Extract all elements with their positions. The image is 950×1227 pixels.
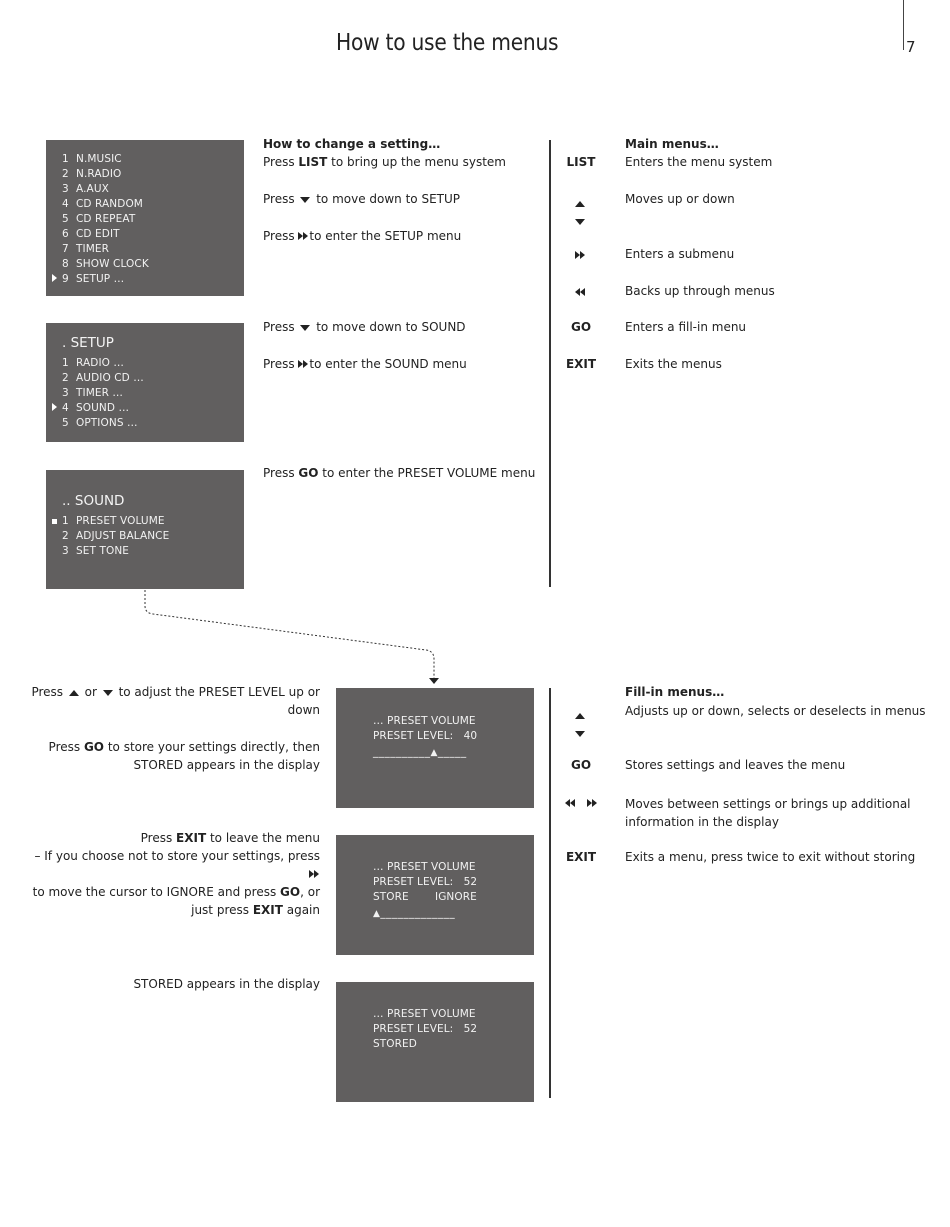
display-stored: STORED: [373, 1038, 417, 1050]
go-desc: Enters a fill-in menu: [625, 320, 747, 334]
page-divider: [903, 0, 904, 50]
rewind-icon: [565, 796, 576, 810]
step-enter-setup: Press to enter the SETUP menu: [263, 229, 462, 243]
display-store-option: STORE: [373, 891, 409, 903]
up-arrow-icon: [575, 708, 585, 722]
up-down-desc: Moves up or down: [625, 192, 735, 206]
list-key: LIST: [566, 155, 596, 169]
down-arrow-icon: [300, 197, 311, 203]
back-desc: Backs up through menus: [625, 284, 775, 298]
fast-forward-icon: [575, 248, 586, 262]
down-arrow-icon: [300, 325, 311, 331]
up-arrow-icon: [68, 690, 79, 696]
display-ignore-option: IGNORE: [435, 891, 477, 903]
preset-volume-display-stored: … PRESET VOLUME PRESET LEVEL: 52 STORED: [336, 982, 534, 1102]
menu-heading: .. SOUND: [62, 493, 125, 509]
step-enter-preset: Press GO to enter the PRESET VOLUME menu: [263, 466, 536, 480]
page-title: How to use the menus: [336, 30, 559, 56]
down-arrow-icon: [575, 214, 585, 228]
go-key: GO: [570, 320, 592, 334]
down-arrow-icon: [102, 690, 113, 696]
change-setting-heading: How to change a setting…: [263, 137, 441, 151]
column-divider: [549, 688, 551, 1098]
menu-heading: . SETUP: [62, 335, 114, 351]
display-title: … PRESET VOLUME: [373, 1008, 476, 1020]
fast-forward-icon: [309, 870, 320, 879]
connector-line: [144, 590, 439, 684]
adjust-step: Press or to adjust the PRESET LEVEL up o…: [31, 685, 320, 717]
display-level: PRESET LEVEL: 52: [373, 1023, 478, 1035]
rewind-icon: [575, 285, 586, 299]
fill-updown-desc: Adjusts up or down, selects or deselects…: [625, 704, 926, 718]
step-enter-sound: Press to enter the SOUND menu: [263, 357, 467, 371]
exit-key: EXIT: [565, 850, 597, 864]
submenu-desc: Enters a submenu: [625, 247, 735, 261]
column-divider: [549, 140, 551, 587]
fast-forward-icon: [298, 232, 309, 241]
level-slider: __________▲_____: [373, 746, 467, 758]
display-title: … PRESET VOLUME: [373, 715, 476, 727]
fast-forward-icon: [298, 360, 309, 369]
option-cursor: ▲_____________: [373, 907, 456, 919]
exit-key: EXIT: [565, 357, 597, 371]
fill-exit-desc: Exits a menu, press twice to exit withou…: [625, 850, 916, 864]
store-step: Press GO to store your settings directly…: [48, 740, 320, 772]
down-arrow-icon: [575, 726, 585, 740]
step-move-setup: Press to move down to SETUP: [263, 192, 461, 206]
fill-in-menus-heading: Fill-in menus…: [625, 685, 725, 699]
display-level: PRESET LEVEL: 52: [373, 876, 478, 888]
go-key: GO: [570, 758, 592, 772]
display-level: PRESET LEVEL: 40: [373, 730, 478, 742]
preset-volume-display-adjust: … PRESET VOLUME PRESET LEVEL: 40 _______…: [336, 688, 534, 808]
fast-forward-icon: [587, 796, 598, 810]
cursor-arrow-icon: [52, 403, 57, 411]
cursor-square-icon: [52, 519, 57, 524]
stored-step: STORED appears in the display: [133, 977, 320, 991]
display-title: … PRESET VOLUME: [373, 861, 476, 873]
list-desc: Enters the menu system: [625, 155, 773, 169]
preset-volume-display-store: … PRESET VOLUME PRESET LEVEL: 52 STORE I…: [336, 835, 534, 955]
exit-step: Press EXIT to leave the menu – If you ch…: [32, 831, 320, 917]
step-list: Press LIST to bring up the menu system: [263, 155, 506, 169]
page-number: 7: [906, 38, 916, 56]
up-arrow-icon: [575, 196, 585, 210]
fill-move-desc: Moves between settings or brings up addi…: [625, 797, 911, 829]
cursor-arrow-icon: [52, 274, 57, 282]
fill-go-desc: Stores settings and leaves the menu: [625, 758, 846, 772]
step-move-sound: Press to move down to SOUND: [263, 320, 466, 334]
main-menus-heading: Main menus…: [625, 137, 719, 151]
exit-desc: Exits the menus: [625, 357, 722, 371]
